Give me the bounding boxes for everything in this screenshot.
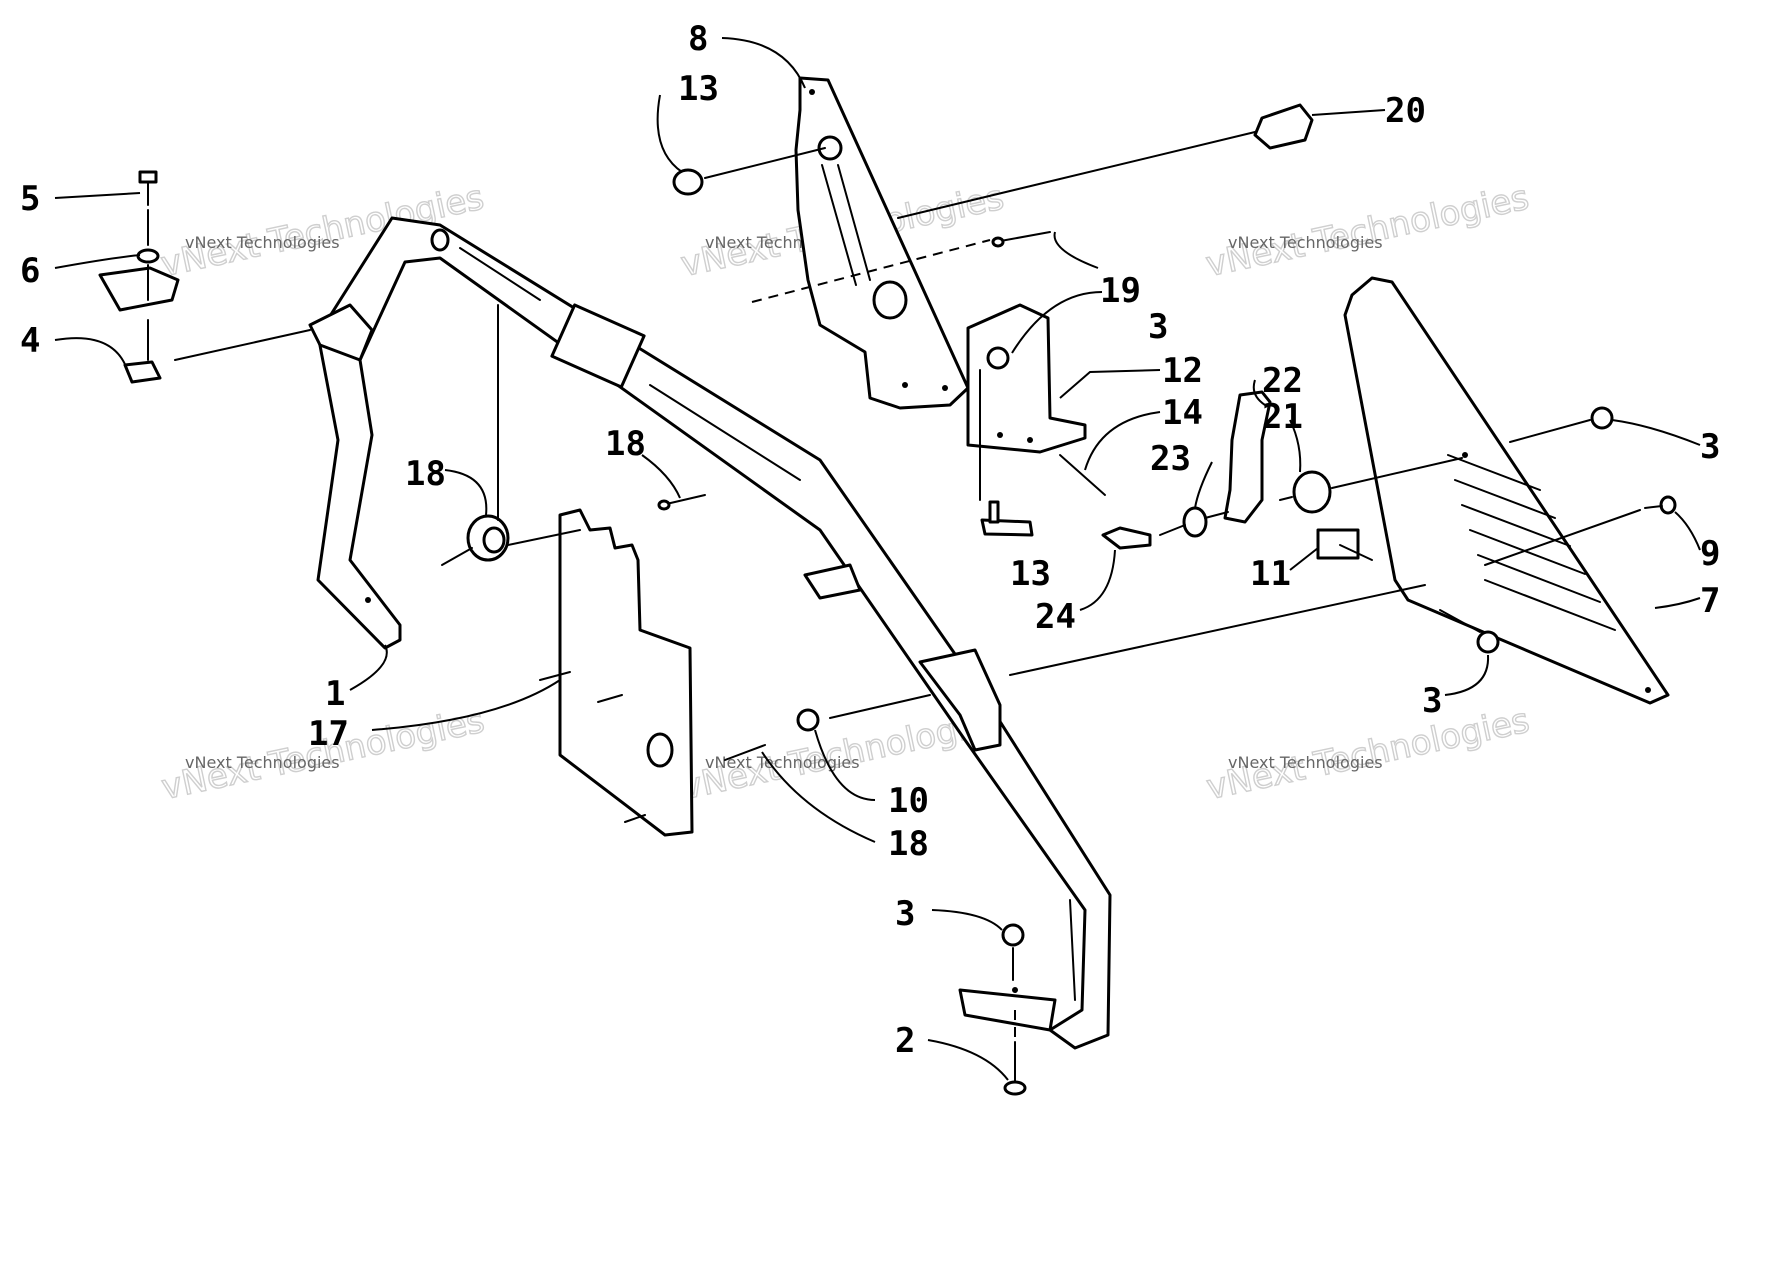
part-7-vent-plate — [1343, 276, 1670, 705]
callout-3-bracket: 3 — [1148, 307, 1168, 347]
watermark-name-text: vNext Technologies — [705, 753, 860, 772]
watermark-name-text: vNext Technologies — [185, 753, 340, 772]
callout-5: 5 — [20, 179, 40, 219]
callout-20: 20 — [1385, 91, 1426, 131]
part-3-nut-lower-right — [1476, 630, 1500, 654]
watermark-name-text: vNext Technologies — [1228, 233, 1383, 252]
callout-3-right: 3 — [1700, 427, 1720, 467]
callout-16: 17 — [308, 714, 349, 754]
callout-24: 24 — [1035, 597, 1076, 637]
callout-21: 21 — [1262, 397, 1303, 437]
part-17-bushing — [466, 514, 510, 562]
part-1-frame-tube — [308, 216, 1112, 1050]
callout-15: 13 — [678, 69, 719, 109]
part-3-nut-bracket — [986, 346, 1010, 370]
watermark-top-right: vNext Technologies vNext Technologies — [1202, 177, 1533, 286]
watermark-big-text: vNext Technologies — [1203, 178, 1533, 285]
callout-23: 23 — [1150, 439, 1191, 479]
callout-10: 10 — [888, 781, 929, 821]
callout-14: 14 — [1162, 393, 1203, 433]
part-3-nut-right — [1590, 406, 1614, 430]
part-13-stud-plate — [980, 500, 1034, 537]
callout-19: 19 — [1100, 271, 1141, 311]
callout-1: 1 — [325, 674, 345, 714]
part-3-nut-bottom — [1001, 923, 1025, 947]
callout-11: 11 — [1250, 554, 1291, 594]
part-23-washer — [1182, 506, 1208, 538]
watermark-name-text: vNext Technologies — [185, 233, 340, 252]
part-4-clip — [98, 266, 180, 384]
part-6-washer — [136, 248, 160, 264]
parts — [98, 76, 1677, 1096]
callout-22: 22 — [1262, 361, 1303, 401]
part-15-cap — [672, 168, 704, 196]
callout-8: 8 — [688, 19, 708, 59]
leader-lines — [54, 37, 1701, 1081]
assembly-lines — [147, 131, 1641, 1040]
part-22-lever — [1223, 390, 1272, 524]
part-2-bolt — [1003, 1041, 1027, 1096]
part-18-upper-pin — [657, 494, 706, 511]
watermark-name-text: vNext Technologies — [1228, 753, 1383, 772]
callout-6: 6 — [20, 251, 40, 291]
part-14-pin — [1059, 454, 1106, 496]
callout-4: 4 — [20, 321, 40, 361]
part-18-lower-pin — [724, 744, 766, 761]
callout-12: 12 — [1162, 351, 1203, 391]
part-11-block — [1316, 528, 1373, 561]
part-5-screw — [138, 170, 158, 206]
part-24-bolt — [1101, 526, 1152, 550]
part-16-lower-plate — [539, 508, 694, 837]
part-19-pin — [991, 231, 1051, 248]
callout-7: 7 — [1700, 581, 1720, 621]
part-20-bushing — [1253, 103, 1314, 150]
part-9-bolt — [1644, 495, 1677, 515]
callout-3-bottom: 3 — [895, 894, 915, 934]
part-21-spacer — [1292, 470, 1332, 514]
callout-17: 18 — [405, 454, 446, 494]
callout-18-upper: 18 — [605, 424, 646, 464]
callout-13: 13 — [1010, 554, 1051, 594]
callout-2: 2 — [895, 1021, 915, 1061]
callout-9: 9 — [1700, 534, 1720, 574]
part-8-upper-plate — [794, 76, 970, 410]
watermark-bottom-right: vNext Technologies vNext Technologies — [1203, 700, 1534, 809]
part-10-nut — [796, 708, 820, 732]
callout-labels: 8 13 20 5 6 4 19 3 12 14 22 21 23 3 9 7 … — [20, 19, 1720, 1061]
part-12-bracket — [966, 303, 1087, 454]
callout-3-lower-right: 3 — [1422, 681, 1442, 721]
callout-18-lower: 18 — [888, 824, 929, 864]
